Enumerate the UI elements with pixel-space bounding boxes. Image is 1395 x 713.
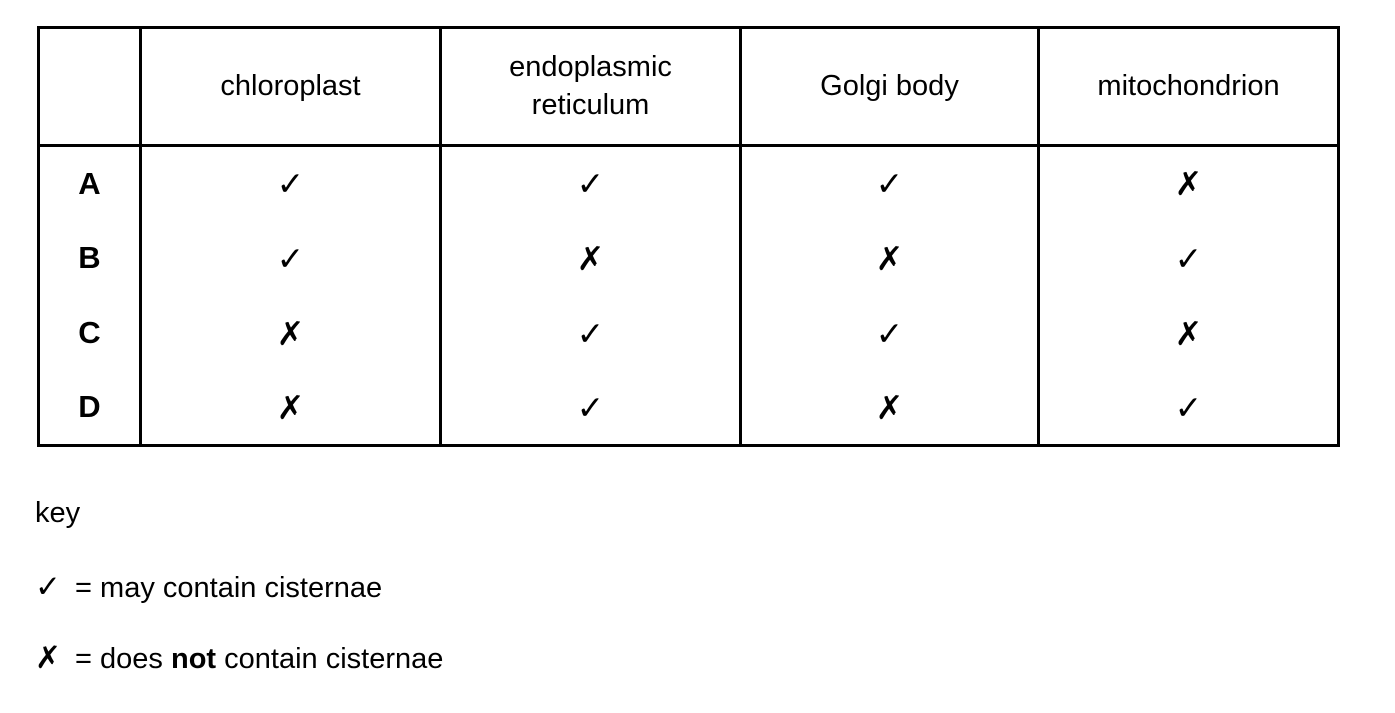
row-label-d: D <box>37 370 142 446</box>
column-header-chloroplast: chloroplast <box>139 27 442 147</box>
mark-cell-a-chloroplast: ✓ <box>139 145 442 221</box>
mark-cell-c-chloroplast: ✗ <box>139 295 442 371</box>
mark-cell-c-mitochondrion: ✗ <box>1037 295 1340 371</box>
organelle-cisternae-table: chloroplast endoplasmic reticulum Golgi … <box>37 26 1340 447</box>
mark-cell-d-golgi-body: ✗ <box>739 370 1040 446</box>
mark-cell-a-mitochondrion: ✗ <box>1037 145 1340 221</box>
cross-mark-icon: ✗ <box>35 639 61 675</box>
key-cross-bold-word: not <box>171 642 217 675</box>
mark-cell-b-chloroplast: ✓ <box>139 220 442 296</box>
mark-cell-d-mitochondrion: ✓ <box>1037 370 1340 446</box>
mark-cell-b-mitochondrion: ✓ <box>1037 220 1340 296</box>
mark-cell-c-endoplasmic-reticulum: ✓ <box>439 295 742 371</box>
row-label-a: A <box>37 145 142 221</box>
row-label-c: C <box>37 295 142 371</box>
mark-cell-b-golgi-body: ✗ <box>739 220 1040 296</box>
key-line-cross: ✗ = does not contain cisternae <box>35 639 443 677</box>
row-label-b: B <box>37 220 142 296</box>
table-row-c: C ✗ ✓ ✓ ✗ <box>37 295 1340 371</box>
key-heading: key <box>35 497 81 529</box>
header-row: chloroplast endoplasmic reticulum Golgi … <box>37 27 1340 147</box>
column-header-endoplasmic-reticulum: endoplasmic reticulum <box>439 27 742 147</box>
key-line-check: ✓ = may contain cisternae <box>35 568 443 606</box>
mark-cell-a-endoplasmic-reticulum: ✓ <box>439 145 742 221</box>
key-cross-text-after: contain cisternae <box>224 642 444 675</box>
key-section: key ✓ = may contain cisternae ✗ = does n… <box>35 496 443 709</box>
column-header-golgi-body: Golgi body <box>739 27 1040 147</box>
table-row-d: D ✗ ✓ ✗ ✓ <box>37 370 1340 446</box>
corner-cell <box>37 27 142 147</box>
mark-cell-d-chloroplast: ✗ <box>139 370 442 446</box>
mark-cell-a-golgi-body: ✓ <box>739 145 1040 221</box>
key-check-text: = may contain cisternae <box>75 571 383 604</box>
table-row-a: A ✓ ✓ ✓ ✗ <box>37 145 1340 221</box>
mark-cell-c-golgi-body: ✓ <box>739 295 1040 371</box>
check-mark-icon: ✓ <box>35 568 61 604</box>
table-row-b: B ✓ ✗ ✗ ✓ <box>37 220 1340 296</box>
column-header-mitochondrion: mitochondrion <box>1037 27 1340 147</box>
mark-cell-b-endoplasmic-reticulum: ✗ <box>439 220 742 296</box>
key-cross-text-before: = does <box>75 642 163 675</box>
mark-cell-d-endoplasmic-reticulum: ✓ <box>439 370 742 446</box>
